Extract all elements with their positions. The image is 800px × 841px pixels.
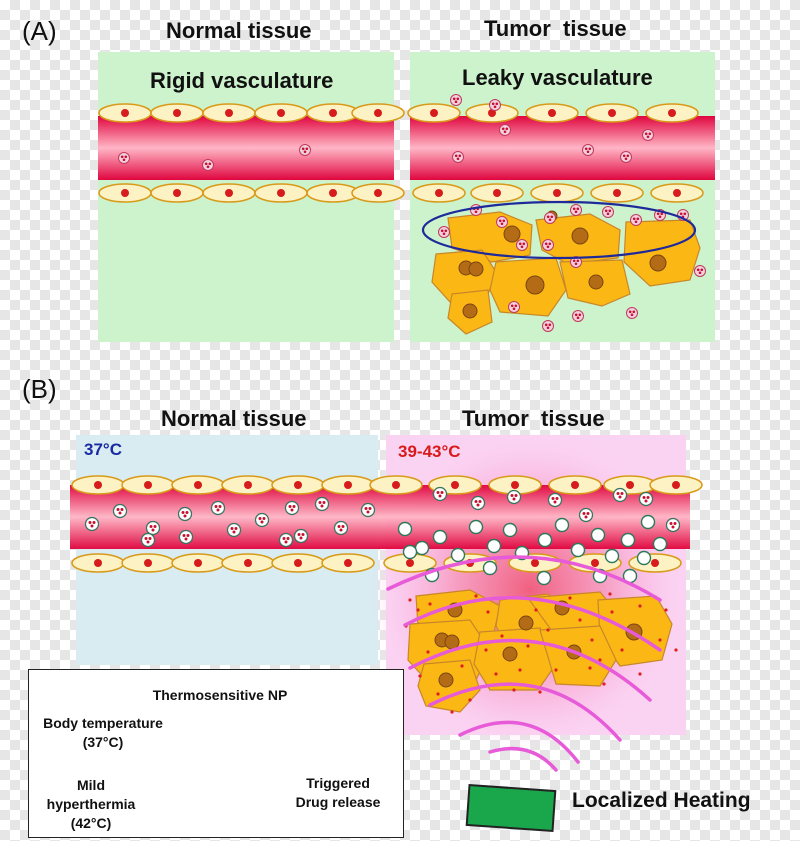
legend-body-temperature: Body temperature (37°C) [43,715,163,750]
accumulation-ellipse-a [421,200,697,260]
heater-device [465,783,557,833]
panel-b-label: (B) [22,374,57,404]
leaky-vasculature-label: Leaky vasculature [462,65,653,90]
heat-waves [386,555,662,772]
panel-a-label: (A) [22,16,57,46]
tumor-tissue-title-a: Tumor tissue [484,16,627,41]
localized-heating-label: Localized Heating [572,789,751,812]
legend-title: Thermosensitive NP [152,687,288,703]
legend-mild-hyperthermia: Mild hyperthermia (42°C) [46,777,136,831]
legend-triggered-release: Triggered Drug release [295,775,381,810]
tumor-nuclei-a [458,210,667,319]
endothelial-row-top-tumor-a [407,103,699,123]
tumor-temperature-label: 39-43°C [398,442,461,461]
normal-temperature-label: 37°C [84,440,122,459]
released-drug-dots-b [404,592,678,714]
rigid-vasculature-label: Rigid vasculature [150,68,334,93]
vessel-normal-a [98,116,394,180]
thermosensitive-np-legend: Thermosensitive NP Body temperature (37°… [28,669,404,838]
normal-tissue-title-a: Normal tissue [166,18,312,43]
tumor-tissue-title-b: Tumor tissue [462,406,605,431]
endothelial-row-bottom-tumor-a [412,183,704,203]
vessel-tumor-a [410,116,715,180]
normal-tissue-title-b: Normal tissue [161,406,307,431]
tumor-nuclei-b [434,600,643,688]
normal-tissue-bg-b [76,435,378,665]
